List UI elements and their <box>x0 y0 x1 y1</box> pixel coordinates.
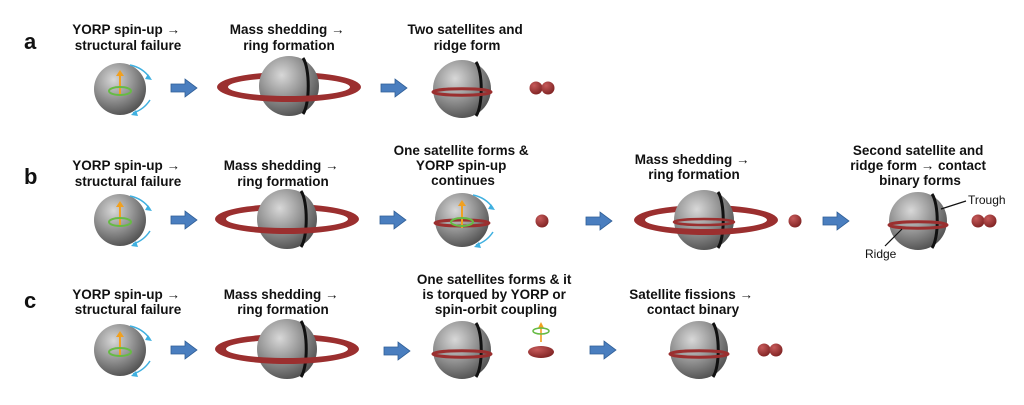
trough-pointer <box>940 200 967 210</box>
torqued-satellite-icon <box>528 322 554 358</box>
process-arrow-icon <box>589 340 617 360</box>
ringed-asteroid-icon <box>215 319 359 379</box>
contact-binary-icon <box>757 343 783 357</box>
ringed-asteroid-icon <box>634 190 778 250</box>
process-arrow-icon <box>170 340 198 360</box>
label-satellite-fissions: Satellite fissions → contact binary <box>629 287 757 317</box>
process-arrow-icon <box>383 341 411 361</box>
ringed-asteroid-icon <box>217 56 361 116</box>
contact-binary-icon <box>971 214 997 228</box>
row-letter-a: a <box>24 29 37 54</box>
spinning-ridged-asteroid-icon <box>433 193 495 248</box>
process-arrow-icon <box>822 211 850 231</box>
ridged-asteroid-icon <box>887 192 949 250</box>
row-letter-c: c <box>24 288 36 313</box>
label-second-satellite: Second satellite and ridge form → contac… <box>850 143 990 188</box>
label-mass-shedding-b2: Mass shedding → ring formation <box>635 152 754 182</box>
ridge-pointer <box>884 228 903 247</box>
label-two-satellites: Two satellites and ridge form <box>407 22 526 53</box>
ridge-label: Ridge <box>865 247 897 261</box>
ridged-asteroid-icon <box>668 321 730 379</box>
satellite-icon <box>788 214 802 228</box>
spinning-asteroid-icon <box>94 194 152 247</box>
label-mass-shedding-a: Mass shedding → ring formation <box>230 22 349 53</box>
label-yorp-a: YORP spin-up → structural failure <box>72 22 184 53</box>
label-mass-shedding-c: Mass shedding → ring formation <box>224 287 343 317</box>
process-arrow-icon <box>585 211 613 231</box>
process-arrow-icon <box>380 78 408 98</box>
row-a: YORP spin-up → structural failure Mass s… <box>72 22 555 118</box>
ridged-asteroid-icon <box>431 60 493 118</box>
label-yorp-c: YORP spin-up → structural failure <box>72 287 184 317</box>
process-arrow-icon <box>170 78 198 98</box>
label-one-satellite-torqued: One satellites forms & it is torqued by … <box>417 272 575 317</box>
ridged-asteroid-icon <box>431 321 493 379</box>
row-b: YORP spin-up → structural failure Mass s… <box>72 143 1005 261</box>
spinning-asteroid-icon <box>94 324 152 377</box>
spinning-asteroid-icon <box>94 63 152 116</box>
ringed-asteroid-icon <box>215 189 359 249</box>
process-arrow-icon <box>379 210 407 230</box>
row-letter-b: b <box>24 164 37 189</box>
trough-label: Trough <box>968 193 1006 207</box>
process-arrow-icon <box>170 210 198 230</box>
label-mass-shedding-b: Mass shedding → ring formation <box>224 158 343 189</box>
label-yorp-b: YORP spin-up → structural failure <box>72 158 184 189</box>
row-c: YORP spin-up → structural failure Mass s… <box>72 272 783 379</box>
label-one-satellite-yorp: One satellite forms & YORP spin-up conti… <box>394 143 533 188</box>
two-satellites-icon <box>529 81 555 95</box>
satellite-icon <box>535 214 549 228</box>
